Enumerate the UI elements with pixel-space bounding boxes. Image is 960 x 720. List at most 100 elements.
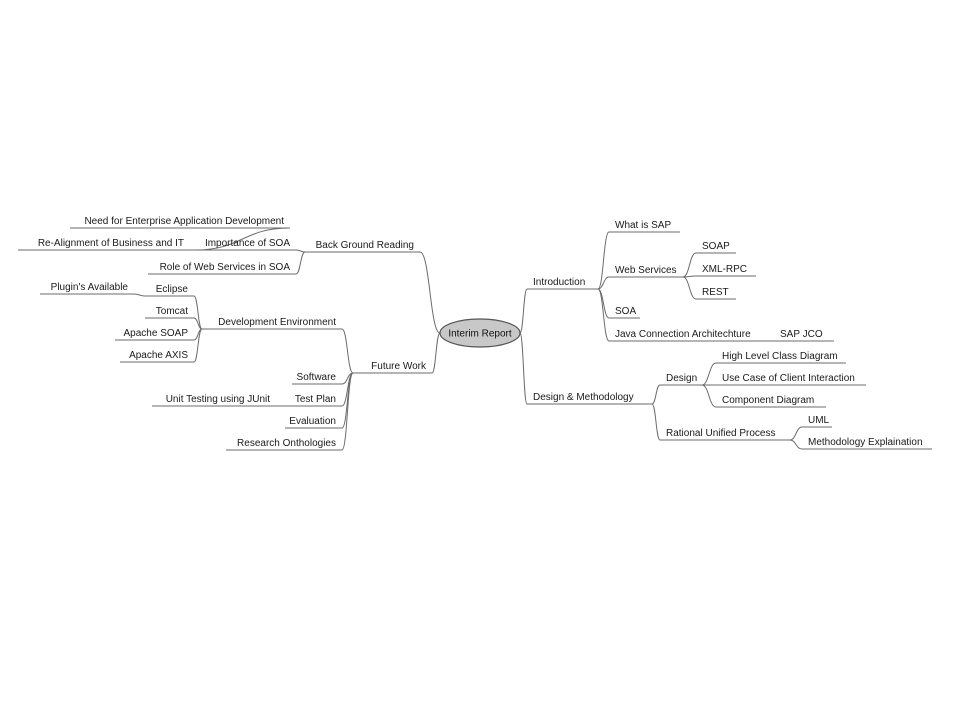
connector-layer	[133, 227, 803, 451]
node-label-apache-axis: Apache AXIS	[129, 350, 188, 361]
node-label-research-onthologies: Research Onthologies	[237, 438, 336, 449]
connector-back-ground-reading	[419, 251, 441, 334]
node-research-onthologies: Research Onthologies	[226, 438, 342, 451]
connector-design-methodology	[519, 332, 528, 405]
node-label-rest: REST	[702, 287, 729, 298]
connector-soap	[682, 252, 697, 278]
node-test-plan: Test Plan	[287, 394, 342, 407]
node-label-component-diagram: Component Diagram	[722, 395, 814, 406]
node-design-methodology: Design & Methodology	[527, 392, 652, 405]
node-label-java-connection-architechture: Java Connection Architechture	[615, 329, 751, 340]
connector-uml	[789, 426, 803, 441]
node-need-for-enterprise-application-development: Need for Enterprise Application Developm…	[70, 216, 290, 229]
node-label-eclipse: Eclipse	[156, 284, 189, 295]
node-label-tomcat: Tomcat	[156, 306, 188, 317]
connector-role-of-web-services-in-soa	[295, 251, 306, 275]
connector-component-diagram	[701, 384, 717, 408]
node-label-evaluation: Evaluation	[289, 416, 336, 427]
node-what-is-sap: What is SAP	[609, 220, 680, 233]
node-label-apache-soap: Apache SOAP	[124, 328, 189, 339]
node-label-re-alignment-of-business-and-it: Re-Alignment of Business and IT	[38, 238, 184, 249]
node-development-environment: Development Environment	[202, 317, 342, 330]
connector-research-onthologies	[341, 372, 354, 451]
node-apache-soap: Apache SOAP	[115, 328, 194, 341]
node-re-alignment-of-business-and-it: Re-Alignment of Business and IT	[18, 238, 190, 251]
node-label-rational-unified-process: Rational Unified Process	[666, 428, 776, 439]
connector-importance-of-soa	[295, 249, 306, 253]
node-label-need-for-enterprise-application-development: Need for Enterprise Application Developm…	[84, 216, 284, 227]
node-introduction: Introduction	[527, 277, 598, 290]
node-component-diagram: Component Diagram	[716, 395, 826, 408]
node-soap: SOAP	[696, 241, 736, 254]
connector-design	[651, 384, 661, 405]
node-label-high-level-class-diagram: High Level Class Diagram	[722, 351, 838, 362]
node-design: Design	[660, 373, 702, 386]
connector-java-connection-architechture	[597, 288, 610, 342]
node-high-level-class-diagram: High Level Class Diagram	[716, 351, 846, 364]
node-label-software: Software	[297, 372, 337, 383]
node-label-design: Design	[666, 373, 697, 384]
node-label-test-plan: Test Plan	[295, 394, 336, 405]
node-label-web-services: Web Services	[615, 265, 677, 276]
node-rest: REST	[696, 287, 736, 300]
node-future-work: Future Work	[353, 361, 432, 374]
node-soa: SOA	[609, 306, 640, 319]
node-label-importance-of-soa: Importance of SOA	[205, 238, 290, 249]
node-label-design-methodology: Design & Methodology	[533, 392, 634, 403]
node-label-soap: SOAP	[702, 241, 730, 252]
node-tomcat: Tomcat	[145, 306, 194, 319]
root-node: Interim Report	[439, 318, 521, 348]
node-label-unit-testing-using-junit: Unit Testing using JUnit	[166, 394, 271, 405]
connector-rational-unified-process	[651, 403, 661, 441]
node-label-plugin-s-available: Plugin's Available	[51, 282, 129, 293]
node-label-soa: SOA	[615, 306, 636, 317]
node-label-introduction: Introduction	[533, 277, 585, 288]
node-rational-unified-process: Rational Unified Process	[660, 428, 790, 441]
node-importance-of-soa: Importance of SOA	[195, 238, 296, 251]
connector-apache-axis	[193, 328, 203, 363]
node-java-connection-architechture: Java Connection Architechture	[609, 329, 762, 342]
connector-introduction	[519, 288, 528, 334]
connector-need-for-enterprise-application-development	[194, 227, 291, 251]
connector-web-services	[597, 276, 610, 290]
connector-methodology-explaination	[789, 439, 803, 450]
root-ellipse	[439, 318, 521, 348]
node-use-case-of-client-interaction: Use Case of Client Interaction	[716, 373, 866, 386]
node-eclipse: Eclipse	[145, 284, 194, 297]
node-methodology-explaination: Methodology Explaination	[802, 437, 932, 450]
root-label: Interim Report	[448, 329, 512, 340]
connector-plugin-s-available	[133, 293, 146, 297]
node-software: Software	[292, 372, 342, 385]
node-plugin-s-available: Plugin's Available	[40, 282, 134, 295]
node-evaluation: Evaluation	[285, 416, 342, 429]
node-unit-testing-using-junit: Unit Testing using JUnit	[152, 394, 276, 407]
connector-eclipse	[193, 295, 203, 330]
node-sap-jco: SAP JCO	[774, 329, 834, 342]
node-label-use-case-of-client-interaction: Use Case of Client Interaction	[722, 373, 855, 384]
connector-evaluation	[341, 372, 354, 429]
node-layer: Interim Report Introduction What is SAP Web…	[18, 216, 932, 451]
connector-rest	[682, 276, 697, 300]
node-uml: UML	[802, 415, 832, 428]
node-xml-rpc: XML-RPC	[696, 264, 756, 277]
connector-what-is-sap	[597, 231, 610, 290]
node-label-xml-rpc: XML-RPC	[702, 264, 747, 275]
node-back-ground-reading: Back Ground Reading	[305, 240, 420, 253]
node-label-methodology-explaination: Methodology Explaination	[808, 437, 923, 448]
connector-high-level-class-diagram	[701, 362, 717, 386]
node-label-uml: UML	[808, 415, 830, 426]
node-apache-axis: Apache AXIS	[120, 350, 194, 363]
node-label-sap-jco: SAP JCO	[780, 329, 823, 340]
node-label-future-work: Future Work	[371, 361, 427, 372]
connector-development-environment	[341, 328, 354, 374]
node-label-development-environment: Development Environment	[218, 317, 336, 328]
node-role-of-web-services-in-soa: Role of Web Services in SOA	[148, 262, 296, 275]
node-label-what-is-sap: What is SAP	[615, 220, 671, 231]
connector-tomcat	[193, 317, 203, 330]
node-label-role-of-web-services-in-soa: Role of Web Services in SOA	[160, 262, 291, 273]
node-web-services: Web Services	[609, 265, 683, 278]
node-label-back-ground-reading: Back Ground Reading	[316, 240, 414, 251]
connector-future-work	[431, 332, 441, 374]
